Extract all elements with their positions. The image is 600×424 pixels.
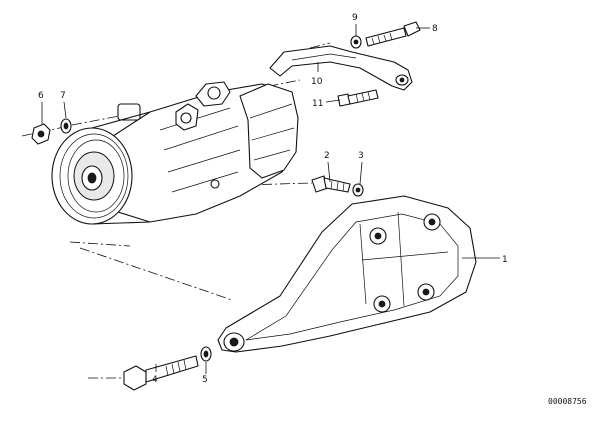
callout-11: 11: [312, 99, 323, 109]
mounting-bracket: [217, 195, 477, 353]
compressor: [51, 81, 299, 225]
callout-8: 8: [432, 24, 438, 34]
document-number: 00008756: [548, 397, 587, 406]
callout-6: 6: [38, 91, 44, 101]
callout-3: 3: [358, 151, 364, 161]
washer-9: [350, 35, 362, 49]
bolt-4: [123, 355, 199, 391]
nut-6: [31, 123, 51, 145]
washer-3: [352, 183, 364, 197]
callout-labels: 1 2 3 4 5 6 7 8 9 10 11: [38, 13, 508, 385]
callout-1: 1: [502, 255, 508, 265]
leader-lines: [41, 24, 500, 374]
callout-5: 5: [202, 375, 208, 385]
callout-4: 4: [152, 375, 158, 385]
washer-5: [200, 346, 212, 362]
bolt-8: [365, 21, 421, 47]
washer-7: [60, 118, 72, 134]
strap: [269, 45, 413, 91]
callout-9: 9: [352, 13, 358, 23]
callout-7: 7: [60, 91, 66, 101]
bolt-2: [311, 175, 351, 193]
bolt-11: [337, 89, 379, 107]
callout-2: 2: [324, 151, 330, 161]
callout-10: 10: [311, 77, 323, 87]
